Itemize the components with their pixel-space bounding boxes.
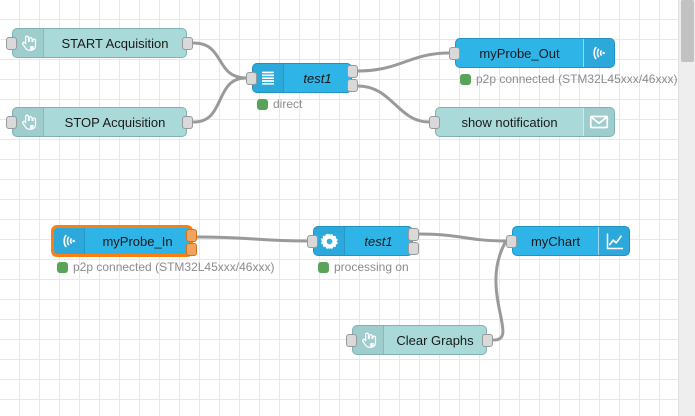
node-status-test1-direct: direct — [257, 97, 302, 111]
node-test1-direct[interactable]: test1 — [246, 63, 358, 93]
output-port-2[interactable] — [186, 243, 197, 256]
node-body: STOP Acquisition — [13, 108, 186, 136]
output-port-2[interactable] — [347, 79, 358, 92]
node-body: Clear Graphs — [353, 326, 486, 354]
status-text: processing on — [334, 260, 409, 274]
envelope-icon — [583, 108, 614, 136]
vertical-scrollbar-thumb[interactable] — [681, 0, 694, 62]
hand-pointer-icon — [353, 326, 384, 354]
list-lines-icon — [253, 64, 284, 92]
node-stop-acquisition[interactable]: STOP Acquisition — [6, 107, 193, 137]
node-show-notification[interactable]: show notification — [429, 107, 615, 137]
node-label: Clear Graphs — [396, 332, 474, 348]
wire-test1-direct-out2-to-show-notification[interactable] — [356, 84, 431, 124]
node-myprobe-in[interactable]: myProbe_In — [52, 226, 197, 256]
input-port[interactable] — [6, 37, 17, 50]
output-port-1[interactable] — [182, 37, 193, 50]
broadcast-icon — [54, 228, 85, 254]
status-dot-icon — [57, 261, 68, 273]
input-port[interactable] — [506, 235, 517, 248]
node-mychart[interactable]: myChart — [506, 226, 630, 256]
output-port-1[interactable] — [347, 65, 358, 78]
node-body: show notification — [436, 108, 614, 136]
status-text: p2p connected (STM32L45xxx/46xxx) — [73, 260, 275, 274]
status-dot-icon — [460, 73, 471, 85]
wire-myprobe-in-out1-to-test1-processing[interactable] — [196, 235, 309, 243]
node-label: test1 — [364, 233, 393, 249]
wire-start-acquisition-to-test1-direct[interactable] — [192, 41, 248, 80]
hand-pointer-icon — [13, 29, 44, 57]
output-port-1[interactable] — [186, 229, 197, 242]
hand-pointer-icon — [13, 108, 44, 136]
wire-clear-graphs-to-mychart[interactable] — [492, 239, 508, 342]
status-text: direct — [273, 97, 303, 111]
node-body: START Acquisition — [13, 29, 186, 57]
node-body: test1 — [253, 64, 351, 92]
node-status-myprobe-in: p2p connected (STM32L45xxx/46xxx) — [57, 260, 274, 274]
node-body: test1 — [314, 227, 412, 255]
flow-canvas[interactable]: START Acquisition STOP Acquisition test1… — [0, 0, 678, 416]
output-port-1[interactable] — [182, 116, 193, 129]
input-port[interactable] — [429, 116, 440, 129]
node-clear-graphs[interactable]: Clear Graphs — [346, 325, 493, 355]
node-test1-processing[interactable]: test1 — [307, 226, 419, 256]
node-status-myprobe-out: p2p connected (STM32L45xxx/46xxx) — [460, 72, 677, 86]
input-port[interactable] — [449, 47, 460, 60]
node-body: myProbe_Out — [456, 39, 614, 67]
node-label: STOP Acquisition — [64, 114, 166, 130]
broadcast-icon — [583, 39, 614, 67]
node-label: myChart — [530, 233, 581, 249]
gear-icon — [314, 227, 345, 255]
input-port[interactable] — [246, 72, 257, 85]
output-port-2[interactable] — [408, 242, 419, 255]
output-port-1[interactable] — [482, 334, 493, 347]
input-port[interactable] — [346, 334, 357, 347]
wire-test1-processing-out1-to-mychart[interactable] — [417, 232, 508, 243]
node-label: myProbe_In — [102, 233, 173, 249]
vertical-scrollbar[interactable] — [678, 0, 695, 416]
status-dot-icon — [318, 261, 329, 273]
node-label: test1 — [303, 70, 332, 86]
node-body: myChart — [513, 227, 629, 255]
node-label: myProbe_Out — [479, 45, 560, 61]
node-label: show notification — [461, 114, 558, 130]
line-chart-icon — [598, 227, 629, 255]
input-port[interactable] — [307, 235, 318, 248]
node-start-acquisition[interactable]: START Acquisition — [6, 28, 193, 58]
node-status-test1-processing: processing on — [318, 260, 409, 274]
status-dot-icon — [257, 98, 268, 110]
node-body: myProbe_In — [54, 228, 190, 254]
wire-stop-acquisition-to-test1-direct[interactable] — [192, 76, 248, 124]
wire-test1-direct-out1-to-myprobe-out[interactable] — [356, 51, 451, 73]
output-port-1[interactable] — [408, 228, 419, 241]
node-label: START Acquisition — [61, 35, 169, 51]
input-port[interactable] — [6, 116, 17, 129]
status-text: p2p connected (STM32L45xxx/46xxx) — [476, 72, 678, 86]
node-myprobe-out[interactable]: myProbe_Out — [449, 38, 615, 68]
